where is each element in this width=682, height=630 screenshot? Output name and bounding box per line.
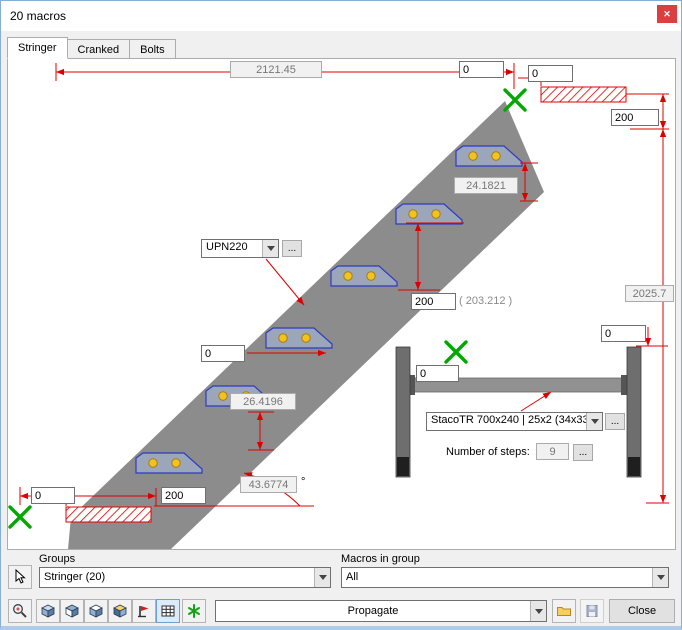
open-folder-icon (557, 607, 571, 616)
actual-spacing-text: ( 203.212 ) (459, 295, 513, 307)
slope-angle-unit: ° (301, 476, 306, 488)
step-type-combo[interactable]: StacoTR 700x240 | 25x2 (34x33 (426, 412, 603, 431)
close-icon: ✕ (663, 8, 671, 19)
view-cube-icon (89, 604, 103, 618)
step-type-browse-button[interactable]: ... (605, 413, 625, 430)
number-of-steps-browse-button[interactable]: ... (573, 444, 593, 461)
tab-strip: Stringer Cranked Bolts (7, 37, 176, 59)
groups-label: Groups (39, 553, 76, 565)
slope-angle-field (240, 476, 297, 493)
bottom-support-200-field[interactable] (161, 487, 206, 504)
select-arrow-icon (15, 569, 26, 584)
propagate-combo-value: Propagate (347, 605, 399, 617)
zoom-button[interactable] (8, 599, 32, 623)
view-side-button[interactable] (60, 599, 84, 623)
step-type-combo-value: StacoTR 700x240 | 25x2 (34x33 (431, 414, 586, 426)
support-hatch-bottom (65, 506, 152, 523)
zoom-icon (13, 604, 27, 618)
number-of-steps-label: Number of steps: (446, 446, 530, 458)
window-title: 20 macros (10, 9, 67, 23)
shaded-view-icon (113, 604, 127, 618)
table-view-button[interactable] (156, 599, 180, 623)
tab-stringer[interactable]: Stringer (7, 37, 68, 59)
update-button[interactable] (182, 599, 206, 623)
chevron-down-icon[interactable] (530, 601, 546, 621)
title-bar: 20 macros ✕ (1, 1, 681, 31)
support-hatch-top (540, 86, 627, 103)
number-of-steps-field (536, 443, 569, 460)
groups-combo-value: Stringer (20) (44, 571, 106, 583)
beam-offset-field[interactable] (416, 365, 459, 382)
section-flag-button[interactable] (132, 599, 156, 623)
total-height-field (625, 285, 674, 302)
stringer-band (68, 101, 544, 549)
view-cube-icon (65, 604, 79, 618)
save-icon (586, 605, 598, 617)
macros-in-group-combo-value: All (346, 571, 359, 583)
propagate-combo[interactable]: Propagate (215, 600, 547, 622)
close-button[interactable]: Close (609, 599, 675, 623)
top-offset-field-1[interactable] (459, 61, 504, 78)
step-gap-top-field (454, 177, 518, 194)
top-offset-field-2[interactable] (528, 65, 573, 82)
view-top-button[interactable] (84, 599, 108, 623)
landing-detail (395, 346, 642, 478)
window-close-button[interactable]: ✕ (657, 5, 677, 23)
chevron-down-icon[interactable] (586, 413, 602, 430)
step-gap-bottom-field (230, 393, 296, 410)
top-support-200-field[interactable] (611, 109, 659, 126)
view-cube-icon (41, 604, 55, 618)
snap-point-markers (8, 88, 527, 529)
bottom-offset-field[interactable] (31, 487, 75, 504)
macros-in-group-label: Macros in group (341, 553, 420, 565)
chevron-down-icon[interactable] (262, 240, 278, 257)
profile-combo-value: UPN220 (206, 241, 248, 253)
section-flag-icon (138, 606, 149, 618)
profile-combo[interactable]: UPN220 (201, 239, 279, 258)
landing-right-offset-field[interactable] (601, 325, 646, 342)
select-macro-button[interactable] (8, 565, 32, 589)
stair-steps (135, 145, 523, 474)
view-front-button[interactable] (36, 599, 60, 623)
tab-bolts[interactable]: Bolts (129, 39, 176, 59)
mid-left-offset-field[interactable] (201, 345, 245, 362)
groups-combo[interactable]: Stringer (20) (39, 567, 331, 588)
stair-drawing (8, 63, 669, 549)
tab-cranked[interactable]: Cranked (66, 39, 131, 59)
preview-canvas: UPN220 ... ( 203.212 ) StacoTR 700x240 |… (7, 58, 676, 550)
total-length-field (230, 61, 322, 78)
spacing-200-field[interactable] (411, 293, 456, 310)
profile-browse-button[interactable]: ... (282, 240, 302, 257)
update-icon (188, 604, 200, 618)
table-icon (161, 605, 175, 617)
macros-in-group-combo[interactable]: All (341, 567, 669, 588)
chevron-down-icon[interactable] (314, 568, 330, 587)
save-button (580, 599, 604, 623)
shaded-view-button[interactable] (108, 599, 132, 623)
open-button[interactable] (552, 599, 576, 623)
chevron-down-icon[interactable] (652, 568, 668, 587)
